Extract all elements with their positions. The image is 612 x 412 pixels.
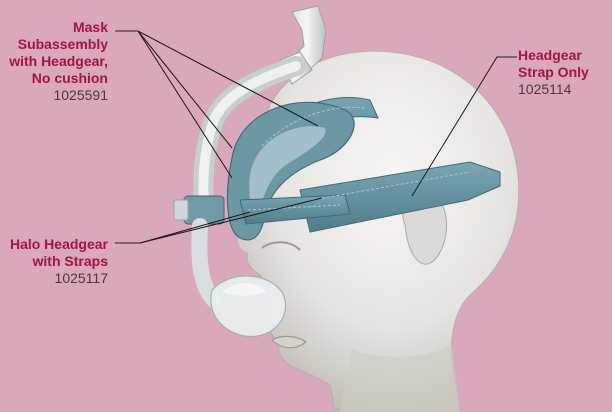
callout-mask-subassembly: Mask Subassembly with Headgear, No cushi… [0,19,108,104]
callout-title-line: Subassembly [0,36,108,53]
part-number: 1025114 [518,81,612,98]
callout-title-line: Strap Only [518,64,612,81]
callout-headgear-strap: Headgear Strap Only 1025114 [518,47,612,98]
part-number: 1025117 [0,270,108,287]
callout-title-line: with Headgear, [0,53,108,70]
leader-mask-2 [138,31,232,148]
part-number: 1025591 [0,87,108,104]
callout-title-line: Halo Headgear [0,236,108,253]
callout-title-line: Mask [0,19,108,36]
callout-title-line: No cushion [0,70,108,87]
callout-title-line: with Straps [0,253,108,270]
callout-halo-headgear: Halo Headgear with Straps 1025117 [0,236,108,287]
callout-title-line: Headgear [518,47,612,64]
